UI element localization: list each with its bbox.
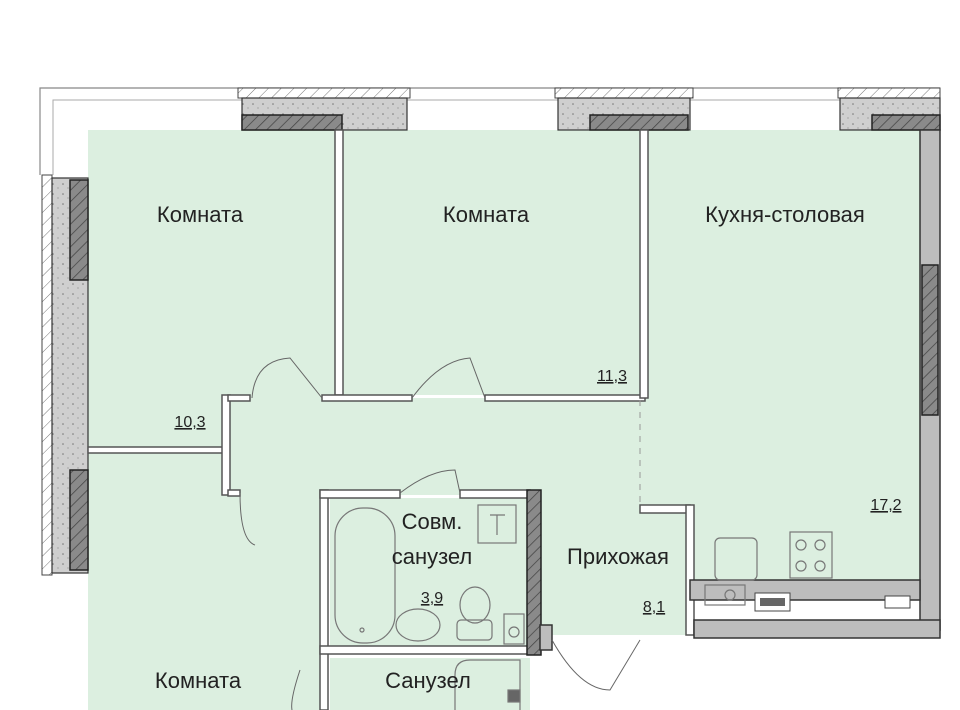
bathroom-area: 3,9	[421, 590, 443, 607]
hallway-label: Прихожая	[567, 544, 669, 569]
kitchen-label: Кухня-столовая	[705, 202, 865, 227]
interior-walls	[87, 129, 941, 710]
hallway-area: 8,1	[643, 599, 665, 616]
shower-drain-icon	[477, 504, 517, 544]
hallway-floor	[540, 495, 690, 635]
bathroom-label-1: Совм.	[402, 509, 463, 534]
toilet-icon	[456, 586, 493, 641]
stove-icon	[789, 531, 833, 579]
window-top-2	[554, 87, 694, 131]
room-2-label: Комната	[443, 202, 530, 227]
room-2-floor	[343, 130, 646, 395]
bathroom-label-2: санузел	[392, 544, 473, 569]
room-1-area: 10,3	[174, 414, 205, 431]
left-wall	[41, 174, 89, 576]
kitchen-area: 17,2	[870, 497, 901, 514]
right-wall	[919, 129, 941, 631]
toilet-floor	[330, 658, 530, 710]
sink-icon	[395, 608, 441, 642]
room-1-label: Комната	[157, 202, 244, 227]
room-3-label: Комната	[155, 668, 242, 693]
window-top-3	[837, 87, 941, 131]
boiler-icon	[754, 592, 911, 612]
shower-cabin-icon	[454, 659, 521, 710]
washing-machine-icon	[503, 613, 525, 645]
doors	[239, 357, 641, 710]
toilet-label: Санузел	[385, 668, 471, 693]
window-top-1	[237, 87, 411, 131]
room-2-area: 11,3	[597, 368, 627, 385]
bathtub-icon	[334, 507, 396, 644]
hallway-floor-2	[640, 400, 690, 510]
room-1-floor	[88, 130, 335, 448]
kitchen-sink-icon	[704, 537, 758, 606]
room-3-floor	[88, 452, 320, 710]
